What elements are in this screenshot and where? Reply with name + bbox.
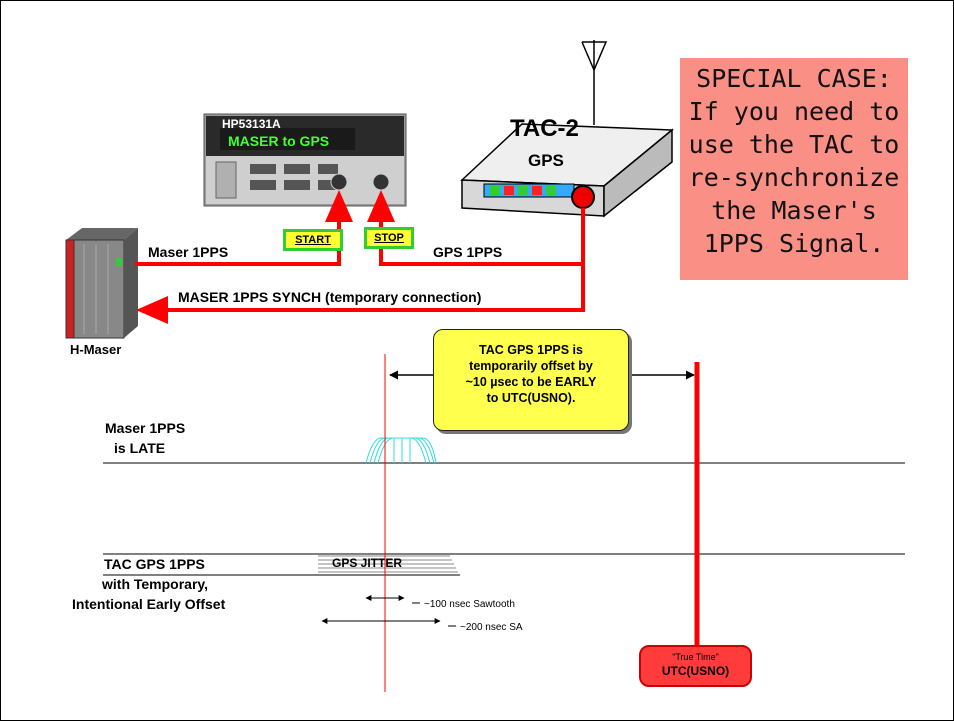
gps-jitter-label: GPS JITTER xyxy=(332,556,402,570)
sawtooth-label: ~100 nsec Sawtooth xyxy=(424,599,515,610)
sa-label: ~200 nsec SA xyxy=(460,622,523,633)
counter-model: HP53131A xyxy=(222,117,281,131)
special-case-line: If you need to xyxy=(680,95,908,128)
counter-display: MASER to GPS xyxy=(228,133,329,149)
maser-late-line2: is LATE xyxy=(114,440,165,456)
tac-gps-line1: TAC GPS 1PPS xyxy=(104,556,205,572)
tac-title: TAC-2 xyxy=(510,115,579,142)
note-line: temporarily offset by xyxy=(434,358,628,374)
special-case-line: 1PPS Signal. xyxy=(680,227,908,260)
special-case-line: use the TAC to xyxy=(680,128,908,161)
special-case-box: SPECIAL CASE: If you need to use the TAC… xyxy=(680,58,908,280)
h-maser-label: H-Maser xyxy=(70,342,121,357)
offset-note-box: TAC GPS 1PPS is temporarily offset by ~1… xyxy=(433,329,629,431)
note-line: ~10 µsec to be EARLY xyxy=(434,374,628,390)
synch-label: MASER 1PPS SYNCH (temporary connection) xyxy=(178,289,481,305)
h-maser-icon xyxy=(66,228,138,338)
special-case-line: the Maser's xyxy=(680,194,908,227)
tac-gps-line2: with Temporary, xyxy=(101,576,208,592)
stop-tag: STOP xyxy=(364,227,414,249)
special-case-line: SPECIAL CASE: xyxy=(680,62,908,95)
antenna-icon xyxy=(582,40,606,125)
true-time-label: UTC(USNO) xyxy=(641,664,750,678)
maser-late-line1: Maser 1PPS xyxy=(105,420,185,436)
true-time-caption: "True Time" xyxy=(641,652,750,662)
tac-gps-label: GPS xyxy=(528,151,564,170)
maser-jitter-pulse xyxy=(366,438,436,463)
note-line: TAC GPS 1PPS is xyxy=(434,342,628,358)
true-time-box: "True Time" UTC(USNO) xyxy=(639,645,752,687)
start-tag: START xyxy=(283,229,343,251)
maser-1pps-label: Maser 1PPS xyxy=(148,244,228,260)
gps-1pps-label: GPS 1PPS xyxy=(433,244,502,260)
tac-gps-line3: Intentional Early Offset xyxy=(72,596,226,612)
note-line: to UTC(USNO). xyxy=(434,390,628,406)
special-case-line: re-synchronize xyxy=(680,161,908,194)
